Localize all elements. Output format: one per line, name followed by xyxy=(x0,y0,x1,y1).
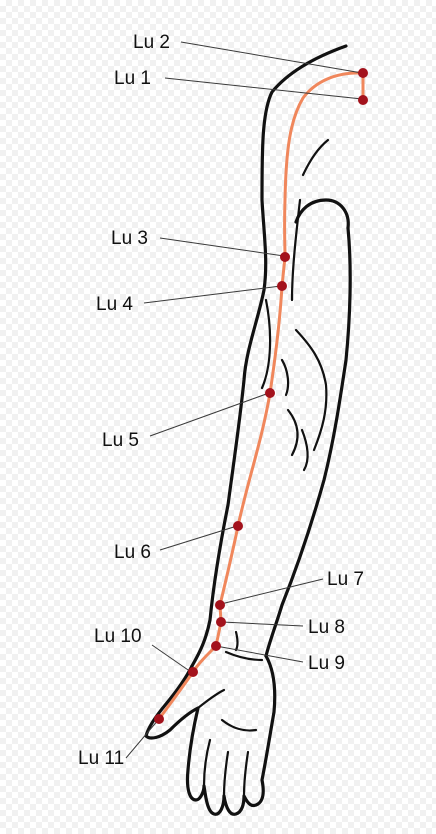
leader-lu10 xyxy=(152,645,191,672)
point-lu3 xyxy=(280,252,290,262)
finger-line-3 xyxy=(244,752,248,796)
arm-illustration xyxy=(146,46,350,814)
point-labels: Lu 2 Lu 1 Lu 3 Lu 4 Lu 5 Lu 6 Lu 7 Lu 8 … xyxy=(78,32,364,769)
hand-outline xyxy=(146,656,275,814)
thumb-crease xyxy=(198,690,224,708)
label-lu1: Lu 1 xyxy=(114,68,151,89)
point-lu11 xyxy=(154,714,164,724)
point-lu1 xyxy=(358,95,368,105)
leader-lu8 xyxy=(222,622,303,626)
label-lu3: Lu 3 xyxy=(111,228,148,249)
leader-lu7 xyxy=(221,579,323,604)
arm-inner-contour xyxy=(296,200,348,228)
elbow-crease xyxy=(262,300,270,388)
label-lu6: Lu 6 xyxy=(114,542,151,563)
biceps-detail-2 xyxy=(292,200,300,300)
forearm-muscle-4 xyxy=(302,430,308,470)
point-lu10 xyxy=(188,667,198,677)
label-lu10: Lu 10 xyxy=(94,626,142,647)
forearm-muscle-2 xyxy=(282,360,288,395)
point-lu7 xyxy=(215,600,225,610)
palm-detail xyxy=(222,720,256,731)
leader-lu2 xyxy=(181,42,362,73)
biceps-detail xyxy=(303,140,328,175)
finger-line-1 xyxy=(204,740,210,786)
label-lu4: Lu 4 xyxy=(96,294,133,315)
label-lu5: Lu 5 xyxy=(102,430,139,451)
leader-lu5 xyxy=(150,393,269,436)
leader-lu1 xyxy=(165,78,362,99)
point-lu6 xyxy=(233,521,243,531)
point-lu5 xyxy=(265,388,275,398)
arm-inner-contour-2 xyxy=(266,228,350,656)
point-lu2 xyxy=(358,68,368,78)
label-lu9: Lu 9 xyxy=(308,653,345,674)
forearm-muscle-1 xyxy=(296,330,326,450)
forearm-muscle-3 xyxy=(288,410,298,455)
leader-lu6 xyxy=(160,526,237,550)
label-lu8: Lu 8 xyxy=(308,617,345,638)
finger-line-2 xyxy=(224,752,228,796)
palm-crease xyxy=(236,632,238,650)
point-lu4 xyxy=(277,281,287,291)
label-lu11: Lu 11 xyxy=(78,748,124,769)
point-lu9 xyxy=(211,641,221,651)
label-lu2: Lu 2 xyxy=(133,32,170,53)
point-lu8 xyxy=(216,617,226,627)
label-lu7: Lu 7 xyxy=(327,569,364,590)
